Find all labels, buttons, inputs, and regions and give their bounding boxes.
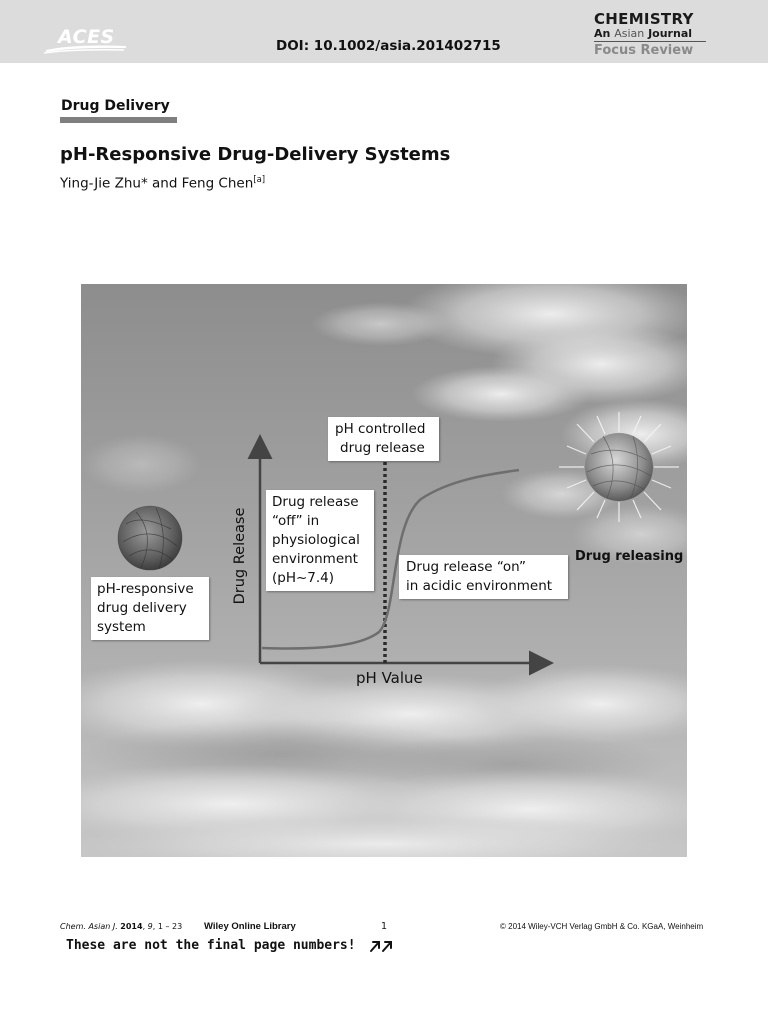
header-band [0,0,768,63]
callout-line: physiological [272,532,360,548]
journal-subtitle-middle: Asian [614,27,645,40]
nanoparticle-releasing-icon [559,412,679,522]
journal-title: CHEMISTRY [594,10,694,28]
callout-line: Drug release “on” [406,559,526,575]
footer-journal-abbrev: Chem. Asian J. [60,922,118,931]
footer-note-text: These are not the final page numbers! [66,938,356,953]
callout-line: drug delivery [97,600,187,616]
aces-logo: ACES [44,24,128,54]
callout-line: pH controlled [335,421,426,437]
paper-title: pH-Responsive Drug-Delivery Systems [60,144,451,165]
doi[interactable]: DOI: 10.1002/asia.201402715 [276,38,501,54]
footer-note: These are not the final page numbers! [66,938,395,953]
author-names[interactable]: Ying-Jie Zhu* and Feng Chen [60,175,254,192]
footer-volume: 9 [147,922,153,931]
callout-line: environment [272,551,358,567]
footer-page-number: 1 [381,921,388,932]
callout-line: drug release [340,440,425,456]
affiliation-mark: [a] [253,175,266,185]
callout-line: (pH~7.4) [272,570,335,586]
x-axis-label: pH Value [356,669,423,687]
footer-year: 2014 [120,922,143,931]
callout-ph-controlled: pH controlled drug release [328,417,439,461]
footer-copyright: © 2014 Wiley-VCH Verlag GmbH & Co. KGaA,… [500,922,704,931]
release-curve [261,468,520,650]
callout-line: in acidic environment [406,578,553,594]
journal-subtitle-suffix: Journal [648,27,693,40]
footer-pages: , 1 – 23 [152,922,183,931]
journal-subtitle-prefix: An [594,27,611,40]
nanoparticle-closed-icon [117,505,183,571]
callout-release-off: Drug release “off” in physiological envi… [266,490,374,591]
aces-logo-text: ACES [58,26,115,48]
footer-citation: Chem. Asian J. 2014, 9, 1 – 23 [60,922,183,931]
callout-line: system [97,619,146,635]
callout-system: pH-responsive drug delivery system [91,577,209,640]
graphical-abstract-figure: pH controlled drug release Drug release … [81,284,687,857]
y-axis-label: Drug Release [232,507,248,605]
journal-masthead: CHEMISTRY An Asian Journal Focus Review [594,11,706,58]
label-drug-releasing: Drug releasing [575,549,684,564]
authors: Ying-Jie Zhu* and Feng Chen[a] [60,175,265,192]
callout-line: “off” in [272,513,320,529]
callout-release-on: Drug release “on” in acidic environment [399,555,568,599]
article-type: Focus Review [594,43,694,58]
callout-line: pH-responsive [97,581,194,597]
double-arrow-icon [370,940,393,952]
sky-background [81,284,687,857]
section-label: Drug Delivery [61,98,170,114]
journal-subtitle: An Asian Journal [594,28,706,42]
footer-wiley-online-library[interactable]: Wiley Online Library [204,921,296,932]
aces-logo-icon [44,45,126,54]
callout-line: Drug release [272,494,359,510]
section-bar [60,117,177,123]
